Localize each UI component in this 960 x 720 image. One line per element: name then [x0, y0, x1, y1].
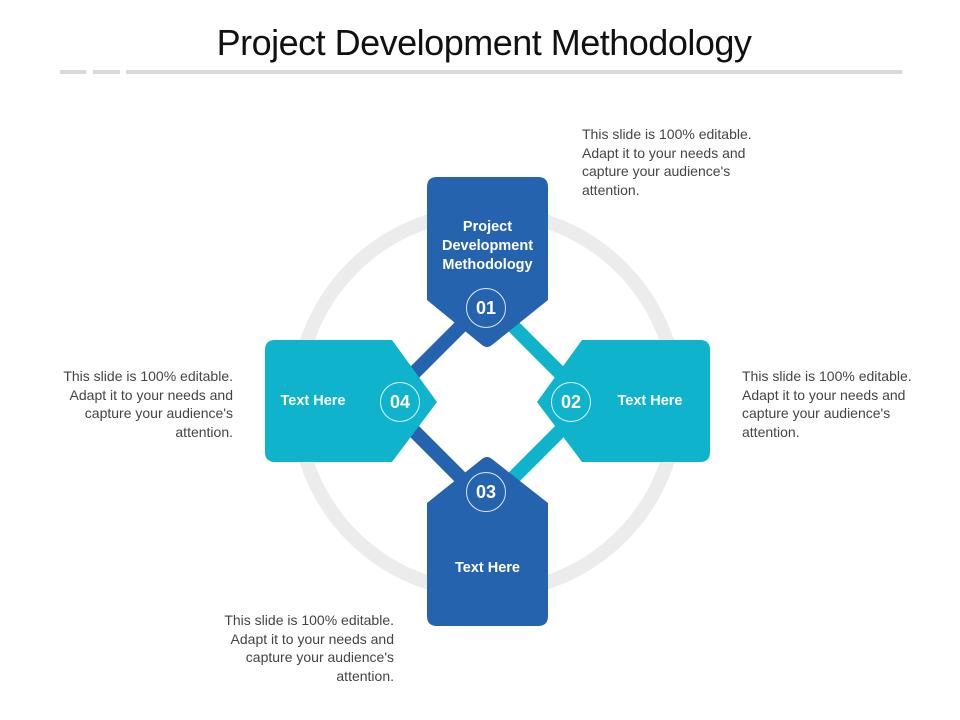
title-rule-segment [93, 70, 120, 74]
step-03-number-badge: 03 [466, 472, 506, 512]
step-02-label: Text Here [617, 393, 683, 409]
step-04-number-badge: 04 [380, 382, 420, 422]
title-rule-segment [60, 70, 86, 74]
step-03-label: Text Here [454, 560, 520, 576]
step-card-04 [265, 340, 437, 462]
step-card-01 [427, 177, 548, 347]
step-02-number-badge: 02 [551, 382, 591, 422]
step-04-description: This slide is 100% editable. Adapt it to… [63, 368, 233, 440]
step-03-description: This slide is 100% editable. Adapt it to… [224, 612, 394, 684]
title-rule [126, 70, 902, 74]
step-card-02 [537, 340, 710, 462]
step-card-03 [427, 457, 548, 626]
step-04-label: Text Here [280, 393, 346, 409]
step-01-description: This slide is 100% editable. Adapt it to… [582, 126, 752, 198]
step-01-number-badge: 01 [466, 288, 506, 328]
slide-title: Project Development Methodology [216, 22, 752, 63]
step-01-label: Project Development Methodology [441, 219, 534, 273]
step-02-description: This slide is 100% editable. Adapt it to… [742, 368, 912, 440]
